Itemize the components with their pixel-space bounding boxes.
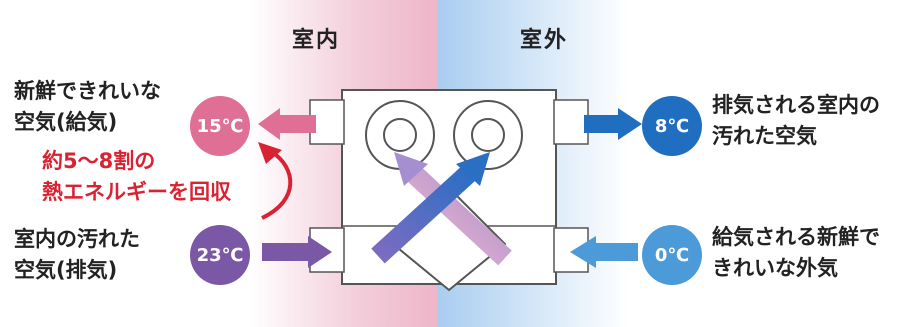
indoor-label: 室内 [292, 28, 341, 53]
left-top-caption: 新鮮できれいな 空気(給気) [14, 79, 161, 134]
right-bottom-caption: 給気される新鮮で きれいな外気 [712, 225, 880, 280]
recovery-curve-arrow [258, 142, 293, 220]
right-top-caption: 排気される室内の 汚れた空気 [712, 93, 880, 148]
temp-exhaust-outdoor: 8℃ [642, 96, 702, 156]
fan-left-hub [383, 118, 417, 152]
exhaust-in-arrow-left [262, 236, 332, 268]
exhaust-flow-arrow [394, 152, 512, 266]
exhaust-out-arrow-right [584, 108, 642, 140]
temp-supply-indoor: 15℃ [190, 96, 250, 156]
supply-out-arrow-left [258, 108, 316, 140]
temp-exhaust-indoor: 23℃ [190, 225, 250, 285]
outdoor-label: 室外 [520, 28, 569, 53]
duct-top-right [553, 99, 589, 145]
recovery-caption: 約5〜8割の 熱エネルギーを回収 [42, 149, 231, 204]
supply-flow-arrow [371, 152, 490, 264]
temp-supply-outdoor: 0℃ [642, 225, 702, 285]
left-bottom-caption: 室内の汚れた 空気(排気) [14, 227, 140, 282]
fan-right-hub [471, 118, 505, 152]
supply-in-arrow-right [570, 236, 638, 268]
